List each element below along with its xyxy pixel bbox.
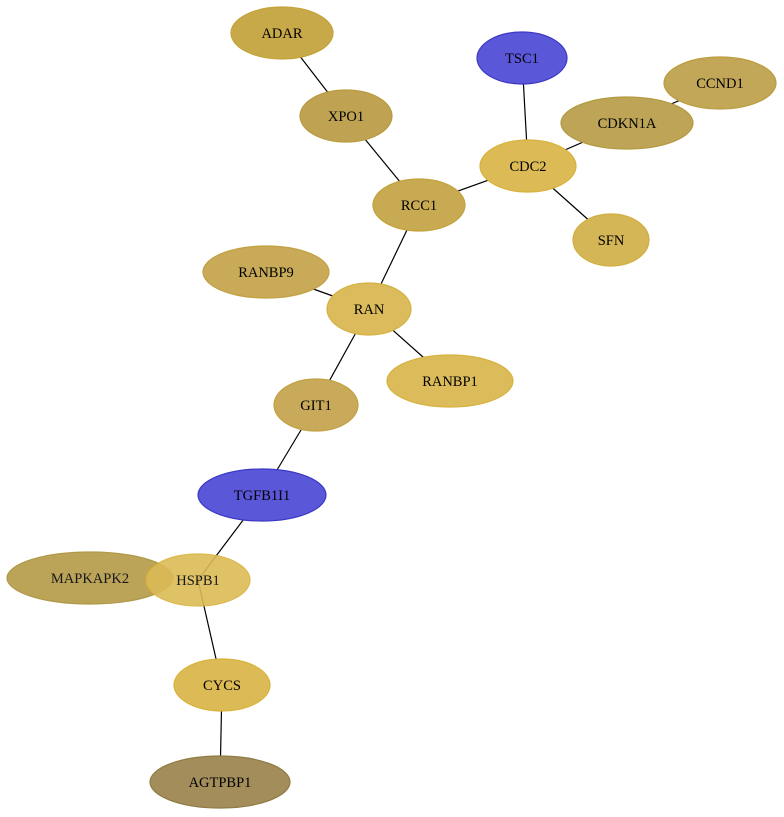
node-ranbp1[interactable]: RANBP1 bbox=[386, 354, 514, 408]
node-shape bbox=[479, 139, 577, 193]
node-sfn[interactable]: SFN bbox=[572, 213, 650, 267]
node-git1[interactable]: GIT1 bbox=[273, 378, 359, 432]
node-label: RANBP1 bbox=[422, 374, 478, 390]
node-label: TGFB1I1 bbox=[234, 488, 290, 504]
node-label: CYCS bbox=[203, 678, 241, 694]
node-label: HSPB1 bbox=[176, 573, 220, 589]
node-tsc1[interactable]: TSC1 bbox=[476, 31, 568, 85]
node-xpo1[interactable]: XPO1 bbox=[299, 89, 393, 143]
node-shape bbox=[197, 468, 327, 522]
node-ranbp9[interactable]: RANBP9 bbox=[202, 245, 330, 299]
node-label: RCC1 bbox=[401, 198, 437, 214]
node-shape bbox=[202, 245, 330, 299]
node-label: MAPKAPK2 bbox=[51, 571, 129, 587]
node-label: CDKN1A bbox=[598, 116, 657, 132]
node-cdc2[interactable]: CDC2 bbox=[479, 139, 577, 193]
node-shape bbox=[230, 6, 334, 60]
node-shape bbox=[145, 553, 251, 607]
node-shape bbox=[326, 282, 412, 336]
node-shape bbox=[273, 378, 359, 432]
node-shape bbox=[663, 56, 777, 110]
node-shape bbox=[476, 31, 568, 85]
node-label: TSC1 bbox=[505, 51, 539, 67]
node-ran[interactable]: RAN bbox=[326, 282, 412, 336]
node-label: ADAR bbox=[261, 26, 302, 42]
node-hspb1[interactable]: HSPB1 bbox=[145, 553, 251, 607]
node-ccnd1[interactable]: CCND1 bbox=[663, 56, 777, 110]
node-label: XPO1 bbox=[328, 109, 364, 125]
node-shape bbox=[572, 213, 650, 267]
node-label: CCND1 bbox=[696, 76, 744, 92]
node-label: SFN bbox=[598, 233, 625, 249]
node-label: GIT1 bbox=[300, 398, 331, 414]
node-label: AGTPBP1 bbox=[189, 775, 252, 791]
node-adar[interactable]: ADAR bbox=[230, 6, 334, 60]
node-shape bbox=[149, 755, 291, 809]
node-shape bbox=[299, 89, 393, 143]
node-rcc1[interactable]: RCC1 bbox=[372, 178, 466, 232]
node-cdkn1a[interactable]: CDKN1A bbox=[560, 96, 694, 150]
node-label: RANBP9 bbox=[238, 265, 294, 281]
node-label: RAN bbox=[354, 302, 385, 318]
node-shape bbox=[560, 96, 694, 150]
node-agtpbp1[interactable]: AGTPBP1 bbox=[149, 755, 291, 809]
node-tgfb1i1[interactable]: TGFB1I1 bbox=[197, 468, 327, 522]
node-cycs[interactable]: CYCS bbox=[173, 658, 271, 712]
node-shape bbox=[173, 658, 271, 712]
node-shape bbox=[386, 354, 514, 408]
node-shape bbox=[372, 178, 466, 232]
node-label: CDC2 bbox=[509, 159, 546, 175]
